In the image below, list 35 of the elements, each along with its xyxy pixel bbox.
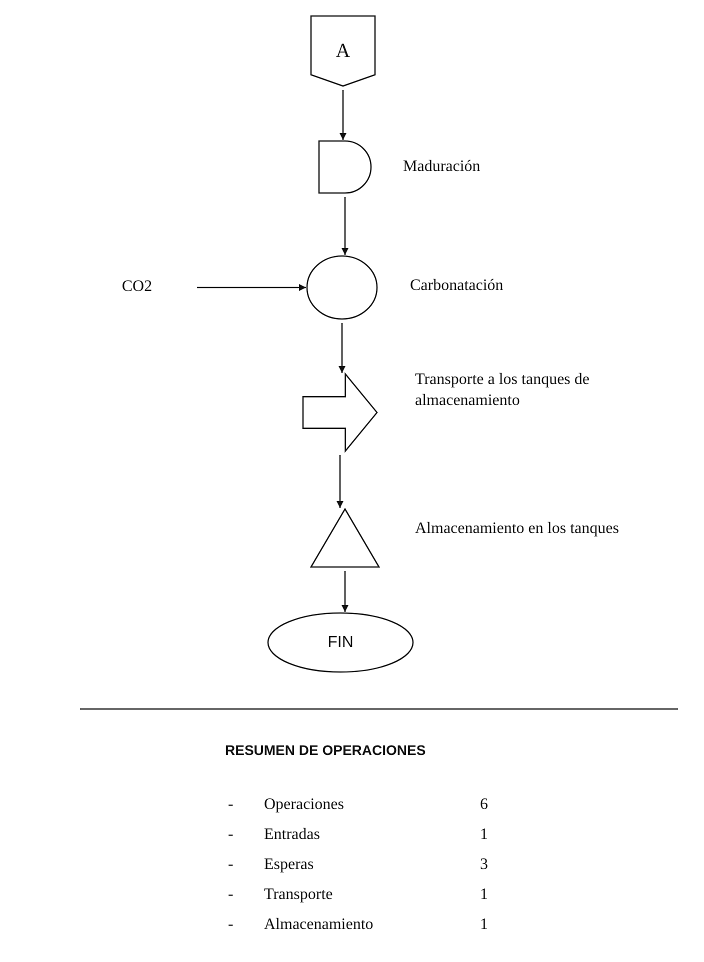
arrow: [197, 284, 306, 291]
step-label: Almacenamiento en los tanques: [415, 519, 620, 539]
step-label: Carbonatación: [410, 276, 504, 296]
terminator-ellipse: [267, 612, 414, 673]
arrow: [342, 197, 348, 255]
delay-symbol: [318, 140, 372, 194]
arrow: [336, 455, 344, 508]
step-label: Maduración: [403, 157, 482, 177]
summary-item: Entradas: [264, 825, 320, 844]
list-dash: -: [228, 855, 234, 874]
summary-item: Almacenamiento: [264, 915, 374, 934]
summary-count: 1: [480, 825, 488, 844]
summary-count: 1: [480, 915, 488, 934]
operation-circle: [306, 255, 378, 320]
arrow: [340, 90, 346, 140]
list-dash: -: [228, 795, 234, 814]
arrow: [342, 571, 348, 612]
summary-item: Esperas: [264, 855, 314, 874]
step-label: Transporte a los tanques de almacenamiento: [415, 370, 590, 411]
list-dash: -: [228, 825, 234, 844]
arrow: [338, 323, 346, 373]
list-dash: -: [228, 915, 234, 934]
summary-count: 6: [480, 795, 488, 814]
node-label: A: [336, 40, 350, 62]
list-dash: -: [228, 885, 234, 904]
offpage-connector: [310, 15, 376, 87]
input-label: CO2: [122, 278, 152, 296]
storage-triangle: [310, 508, 380, 568]
summary-item: Operaciones: [264, 795, 344, 814]
transport-arrow: [302, 373, 378, 452]
summary-item: Transporte: [264, 885, 333, 904]
summary-heading: RESUMEN DE OPERACIONES: [225, 742, 426, 759]
summary-count: 3: [480, 855, 488, 874]
node-label: FIN: [328, 634, 354, 652]
summary-count: 1: [480, 885, 488, 904]
